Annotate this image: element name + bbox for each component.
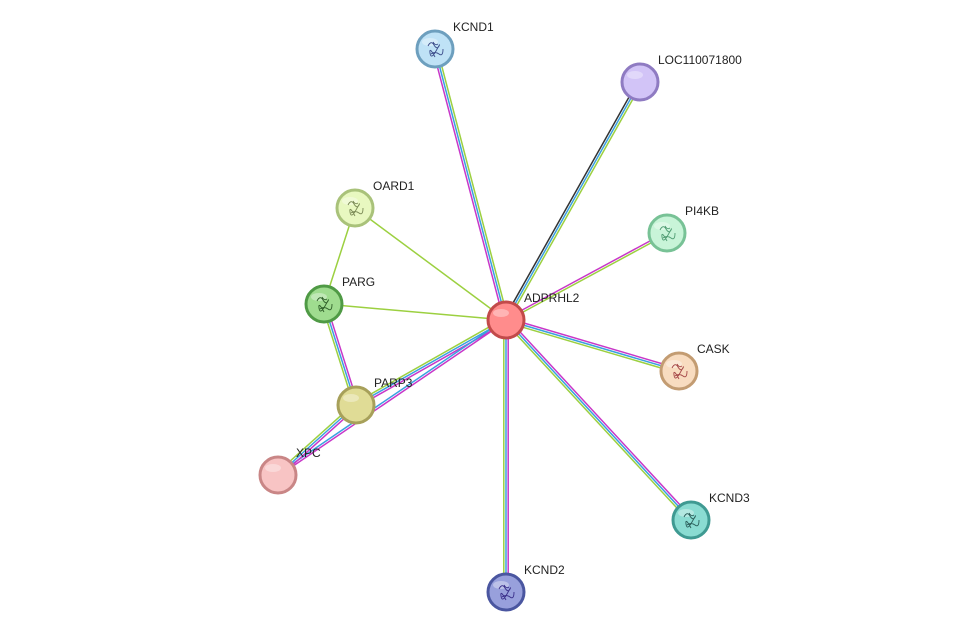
node-label: ADPRHL2 (524, 291, 580, 305)
node-circle[interactable] (647, 213, 687, 253)
protein-structure-icon (683, 512, 700, 529)
node-circle[interactable] (486, 572, 526, 612)
edge-line (505, 231, 667, 320)
edge-adprhl2-kcnd1 (432, 48, 509, 321)
edge-adprhl2-pi4kb (505, 231, 668, 322)
node-label: KCND1 (453, 20, 494, 34)
edge-adprhl2-cask (505, 317, 680, 374)
edge-line (505, 321, 679, 374)
edge-line (355, 319, 507, 406)
edge-line (506, 317, 680, 370)
node-label: PARG (342, 275, 375, 289)
node-xpc[interactable]: XPC (258, 446, 321, 495)
node-label: LOC110071800 (658, 53, 742, 67)
node-pi4kb[interactable]: PI4KB (647, 204, 719, 253)
protein-structure-icon (671, 363, 688, 380)
node-circle[interactable] (336, 385, 376, 425)
edge-line (505, 81, 641, 321)
node-highlight (343, 394, 359, 402)
edge-line (503, 80, 639, 320)
protein-structure-icon (427, 41, 444, 58)
node-circle[interactable] (671, 500, 711, 540)
edge-line (507, 317, 694, 520)
protein-structure-icon (498, 584, 515, 601)
node-label: OARD1 (373, 179, 415, 193)
node-loc110071800[interactable]: LOC110071800 (620, 53, 742, 102)
node-circle[interactable] (659, 351, 699, 391)
edge-line (434, 48, 507, 321)
edge-line (505, 319, 680, 372)
node-label: XPC (296, 446, 321, 460)
node-parg[interactable]: PARG (304, 275, 375, 324)
edge-line (505, 319, 692, 521)
node-circle[interactable] (304, 284, 344, 324)
edge-line (356, 321, 508, 408)
edge-adprhl2-kcnd3 (503, 317, 694, 523)
node-adprhl2[interactable]: ADPRHL2 (486, 291, 580, 340)
node-cask[interactable]: CASK (659, 342, 730, 391)
protein-structure-icon (347, 200, 364, 217)
node-highlight (493, 309, 509, 317)
edge-line (354, 207, 507, 321)
edge-line (432, 49, 505, 321)
edge-line (354, 317, 506, 404)
node-circle[interactable] (620, 62, 660, 102)
node-label: PARP3 (374, 376, 413, 390)
edge-adprhl2-kcnd2 (503, 320, 509, 592)
node-highlight (627, 71, 643, 79)
node-parp3[interactable]: PARP3 (336, 376, 413, 425)
protein-structure-icon (316, 296, 333, 313)
edge-adprhl2-oard1 (354, 207, 507, 321)
node-circle[interactable] (486, 300, 526, 340)
edge-line (506, 233, 668, 322)
protein-structure-icon (659, 225, 676, 242)
edge-line (436, 48, 509, 320)
node-circle[interactable] (415, 29, 455, 69)
edge-line (278, 320, 508, 477)
edge-adprhl2-loc110071800 (503, 80, 643, 322)
node-circle[interactable] (335, 188, 375, 228)
node-circle[interactable] (258, 455, 298, 495)
edge-adprhl2-parg (323, 303, 507, 321)
edge-line (503, 320, 690, 523)
edge-adprhl2-parp3 (354, 317, 508, 408)
node-kcnd2[interactable]: KCND2 (486, 563, 565, 612)
node-label: CASK (697, 342, 730, 356)
edges-layer (276, 48, 694, 592)
node-label: KCND2 (524, 563, 565, 577)
edge-line (276, 318, 506, 475)
node-label: PI4KB (685, 204, 719, 218)
edge-adprhl2-xpc (276, 318, 508, 477)
node-kcnd1[interactable]: KCND1 (415, 20, 494, 69)
node-highlight (265, 464, 281, 472)
node-label: KCND3 (709, 491, 750, 505)
edge-line (507, 82, 643, 322)
node-kcnd3[interactable]: KCND3 (671, 491, 750, 540)
node-oard1[interactable]: OARD1 (335, 179, 415, 228)
edge-line (323, 303, 507, 321)
